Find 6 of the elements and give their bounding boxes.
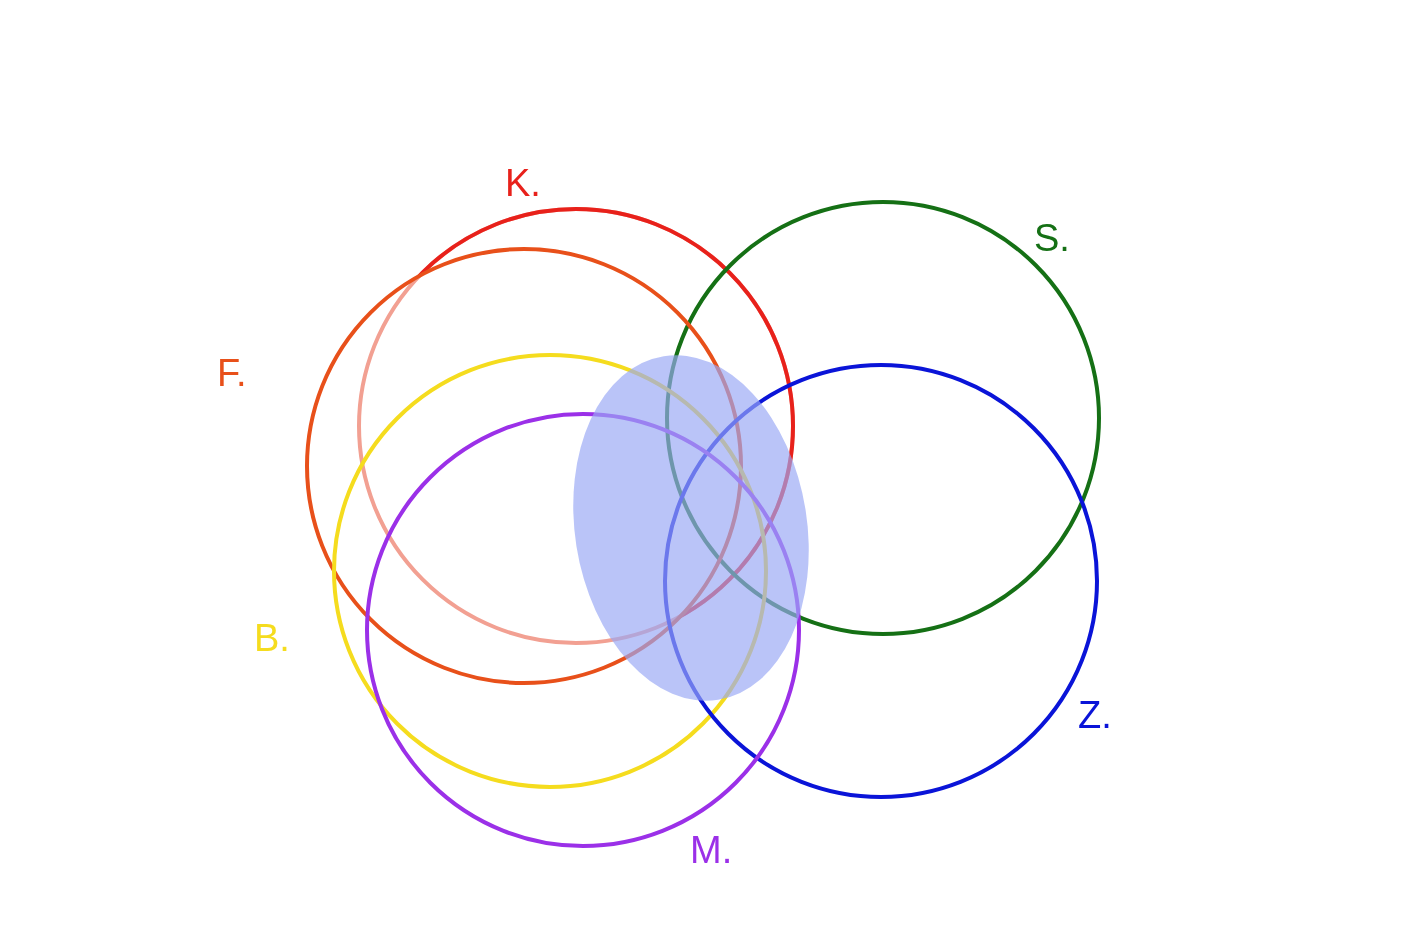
set-label: Z.: [1078, 695, 1112, 735]
set-label: M.: [690, 830, 733, 870]
set-label: B.: [254, 618, 290, 658]
set-label: S.: [1034, 218, 1070, 258]
set-label: K.: [505, 163, 541, 203]
set-label: F.: [217, 353, 247, 393]
